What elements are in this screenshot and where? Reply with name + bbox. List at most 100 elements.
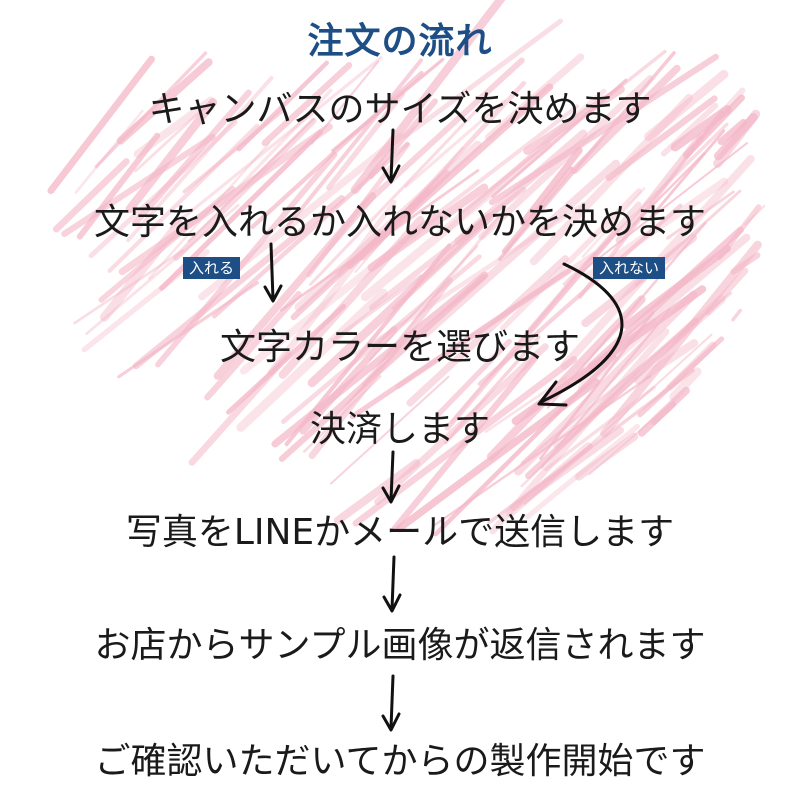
scribble-stroke — [52, 158, 130, 233]
scribble-stroke — [286, 58, 423, 227]
scribble-stroke — [85, 203, 240, 336]
scribble-stroke — [61, 133, 216, 237]
down-arrow-icon — [381, 450, 401, 504]
scribble-stroke — [98, 185, 236, 303]
scribble-stroke — [116, 58, 213, 145]
scribble-stroke — [239, 211, 442, 375]
scribble-stroke — [666, 190, 735, 240]
scribble-stroke — [204, 291, 302, 401]
down-arrow-icon — [381, 128, 401, 184]
scribble-stroke — [236, 60, 330, 152]
scribble-stroke — [332, 344, 403, 421]
scribble-stroke — [367, 98, 438, 179]
scribble-stroke — [444, 228, 620, 431]
scribble-stroke — [310, 60, 380, 145]
scribble-stroke — [73, 249, 184, 325]
scribble-stroke — [261, 62, 353, 147]
scribble-stroke — [577, 319, 658, 393]
scribble-stroke — [107, 123, 260, 273]
scribble-stroke — [359, 57, 525, 210]
scribble-stroke — [570, 64, 681, 175]
scribble-stroke — [644, 69, 729, 142]
step-production-start: ご確認いただいてからの製作開始です — [94, 741, 706, 782]
scribble-stroke — [397, 104, 580, 245]
branch-with-text-badge: 入れる — [183, 257, 241, 279]
scribble-stroke — [118, 123, 333, 276]
scribble-stroke — [333, 459, 421, 525]
curved-arrow-icon — [537, 262, 624, 407]
scribble-stroke — [517, 443, 594, 505]
scribble-stroke — [134, 101, 212, 173]
step-sample-reply: お店からサンプル画像が返信されます — [94, 625, 706, 666]
scribble-stroke — [307, 212, 494, 388]
scribble-stroke — [294, 140, 482, 312]
scribble-stroke — [350, 0, 506, 195]
scribble-stroke — [169, 56, 383, 230]
scribble-stroke — [226, 303, 347, 415]
scribble-stroke — [131, 89, 252, 227]
down-arrow-icon — [381, 674, 401, 732]
scribble-stroke — [391, 355, 538, 532]
scribble-stroke — [219, 88, 333, 208]
scribble-stroke — [581, 187, 646, 258]
scribble-stroke — [132, 195, 345, 370]
scribble-stroke — [302, 374, 382, 453]
scribble-stroke — [76, 132, 161, 240]
scribble-stroke — [326, 91, 406, 191]
step-text-choice: 文字を入れるか入れないかを決めます — [93, 202, 706, 243]
scribble-stroke — [349, 268, 571, 420]
scribble-stroke — [574, 432, 639, 481]
scribble-stroke — [47, 55, 155, 195]
down-arrow-icon — [382, 555, 402, 613]
scribble-stroke — [730, 252, 761, 275]
scribble-stroke — [713, 109, 761, 168]
scribble-stroke — [406, 255, 569, 407]
scribble-stroke — [484, 53, 585, 141]
scribble-stroke — [514, 290, 698, 476]
scribble-stroke — [520, 146, 583, 226]
scribble-stroke — [404, 99, 506, 188]
step-send-photo: 写真をLINEかメールで送信します — [125, 512, 675, 553]
scribble-stroke — [501, 166, 574, 254]
scribble-stroke — [486, 295, 646, 461]
scribble-stroke — [615, 133, 704, 244]
scribble-stroke — [461, 49, 667, 214]
scribble-stroke — [695, 87, 746, 143]
scribble-stroke — [358, 169, 451, 261]
scribble-stroke — [731, 308, 742, 322]
scribble-stroke — [330, 274, 423, 343]
scribble-stroke — [499, 188, 642, 332]
scribble-stroke — [403, 18, 563, 139]
down-arrow-icon — [263, 242, 283, 303]
scribble-stroke — [717, 118, 747, 146]
scribble-stroke — [525, 317, 699, 480]
scribble-stroke — [374, 343, 549, 506]
scribble-stroke — [368, 245, 479, 361]
scribble-stroke — [744, 204, 766, 226]
scribble-stroke — [421, 159, 621, 338]
scribble-stroke — [600, 240, 762, 438]
scribble-stroke — [497, 51, 676, 261]
scribble-stroke — [331, 57, 445, 153]
scribble-stroke — [267, 228, 383, 376]
scribble-stroke — [605, 95, 718, 182]
scribble-stroke — [173, 117, 317, 261]
step-text-color: 文字カラーを選びます — [219, 327, 580, 368]
scribble-stroke — [669, 367, 702, 402]
scribble-stroke — [236, 288, 388, 432]
step-payment: 決済します — [309, 409, 490, 450]
branch-without-text-badge: 入れない — [593, 257, 666, 279]
scribble-stroke — [660, 102, 719, 157]
scribble-stroke — [434, 338, 512, 418]
step-canvas-size: キャンバスのサイズを決めます — [148, 89, 652, 130]
scribble-stroke — [634, 339, 699, 385]
scribble-stroke — [126, 75, 274, 243]
scribble-stroke — [649, 129, 726, 219]
scribble-stroke — [524, 423, 640, 520]
scribble-stroke — [632, 152, 706, 226]
scribble-stroke — [588, 400, 675, 476]
scribble-stroke — [125, 98, 218, 214]
scribble-stroke — [117, 281, 259, 379]
